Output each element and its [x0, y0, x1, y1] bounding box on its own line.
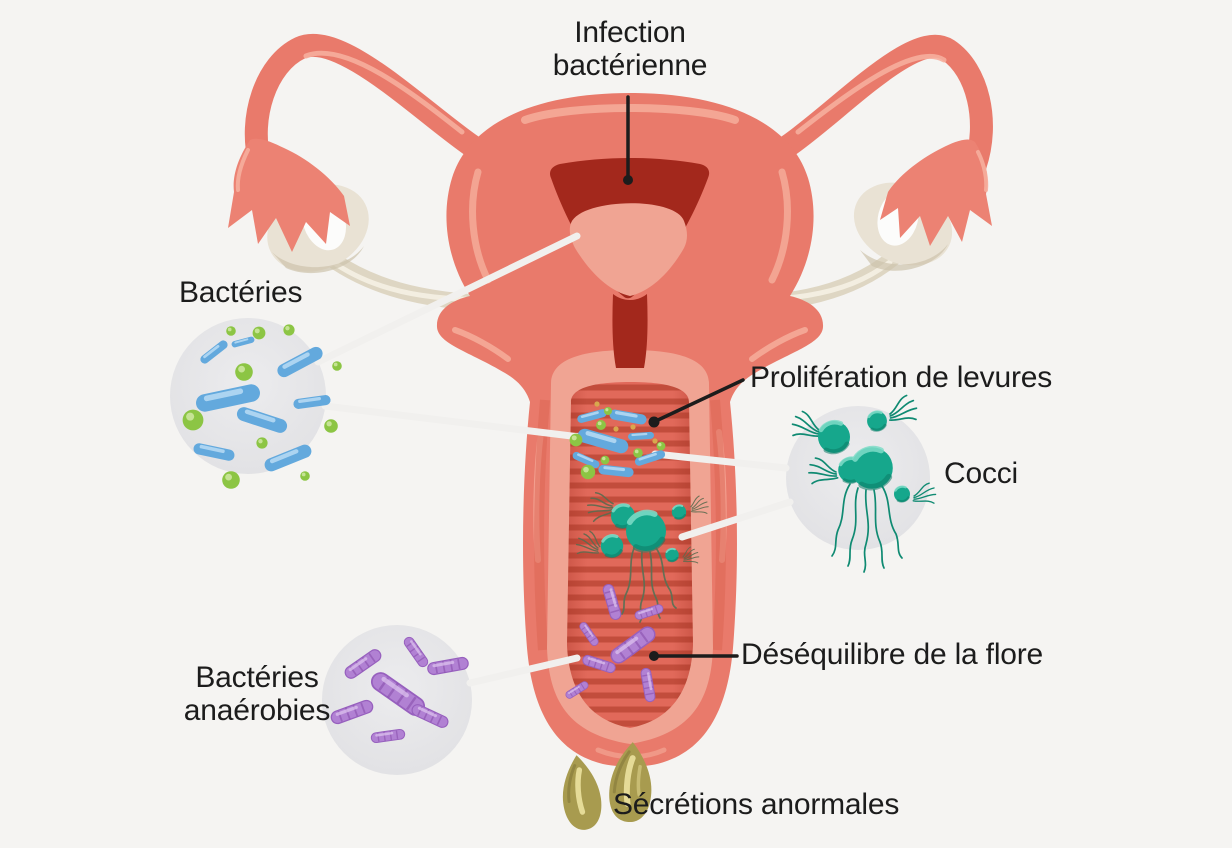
fallopian-tube-left [228, 34, 484, 252]
secretion-drops [562, 742, 652, 830]
pointer-lines [623, 95, 745, 661]
bacteria-blue-green-canal [569, 401, 667, 480]
label-infection-bacterienne: Infection bactérienne [552, 16, 708, 82]
label-cocci: Cocci [944, 457, 1019, 490]
cervical-canal [612, 294, 648, 368]
cocci-flagella [831, 483, 903, 573]
endometrium-dome [569, 203, 687, 296]
label-bacteries: Bactéries [179, 276, 303, 309]
label-secretions-anormales: Sécrétions anormales [613, 788, 900, 821]
label-desequilibre-de-la-flore: Déséquilibre de la flore [741, 638, 1044, 671]
fallopian-tube-right [776, 34, 993, 246]
uterine-cavity [550, 158, 710, 299]
label-bacteries-anaerobies: Bactéries anaérobies [183, 661, 331, 727]
yeast-dots [594, 401, 658, 444]
cocci-magnified [790, 393, 937, 573]
fimbriae-right [880, 139, 992, 246]
connector-lines [314, 232, 794, 687]
label-proliferation-de-levures: Prolifération de levures [750, 361, 1053, 394]
fimbriae-left [228, 138, 350, 252]
